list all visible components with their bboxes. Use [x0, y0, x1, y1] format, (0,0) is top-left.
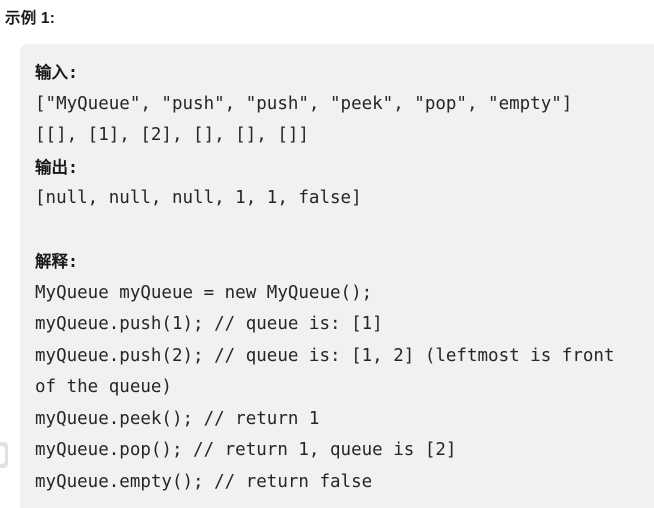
code-line-output-label: 输出:: [35, 157, 78, 177]
example-code-pre: 输入: ["MyQueue", "push", "push", "peek", "…: [35, 57, 654, 498]
code-line: [null, null, null, 1, 1, false]: [35, 188, 362, 208]
example-heading: 示例 1:: [5, 10, 56, 27]
code-line: MyQueue myQueue = new MyQueue();: [35, 282, 373, 303]
code-line: myQueue.push(2); // queue is: [1, 2] (le…: [35, 345, 615, 366]
code-line-input-label: 输入:: [35, 63, 78, 82]
code-line: myQueue.pop(); // return 1, queue is [2]: [35, 440, 457, 460]
code-line: myQueue.peek(); // return 1: [35, 408, 320, 429]
code-line: of the queue): [35, 377, 172, 397]
left-edge-widget[interactable]: [0, 442, 8, 468]
code-line-blank: [35, 215, 654, 247]
example-code-block: 输入: ["MyQueue", "push", "push", "peek", "…: [20, 44, 654, 508]
code-line: myQueue.empty(); // return false: [35, 471, 373, 492]
left-edge-widget-pill: [0, 446, 5, 464]
code-line-explanation-label: 解释:: [35, 252, 78, 271]
code-line: myQueue.push(1); // queue is: [1]: [35, 314, 383, 334]
code-line: [[], [1], [2], [], [], []]: [35, 125, 309, 145]
code-line: ["MyQueue", "push", "push", "peek", "pop…: [35, 93, 573, 114]
